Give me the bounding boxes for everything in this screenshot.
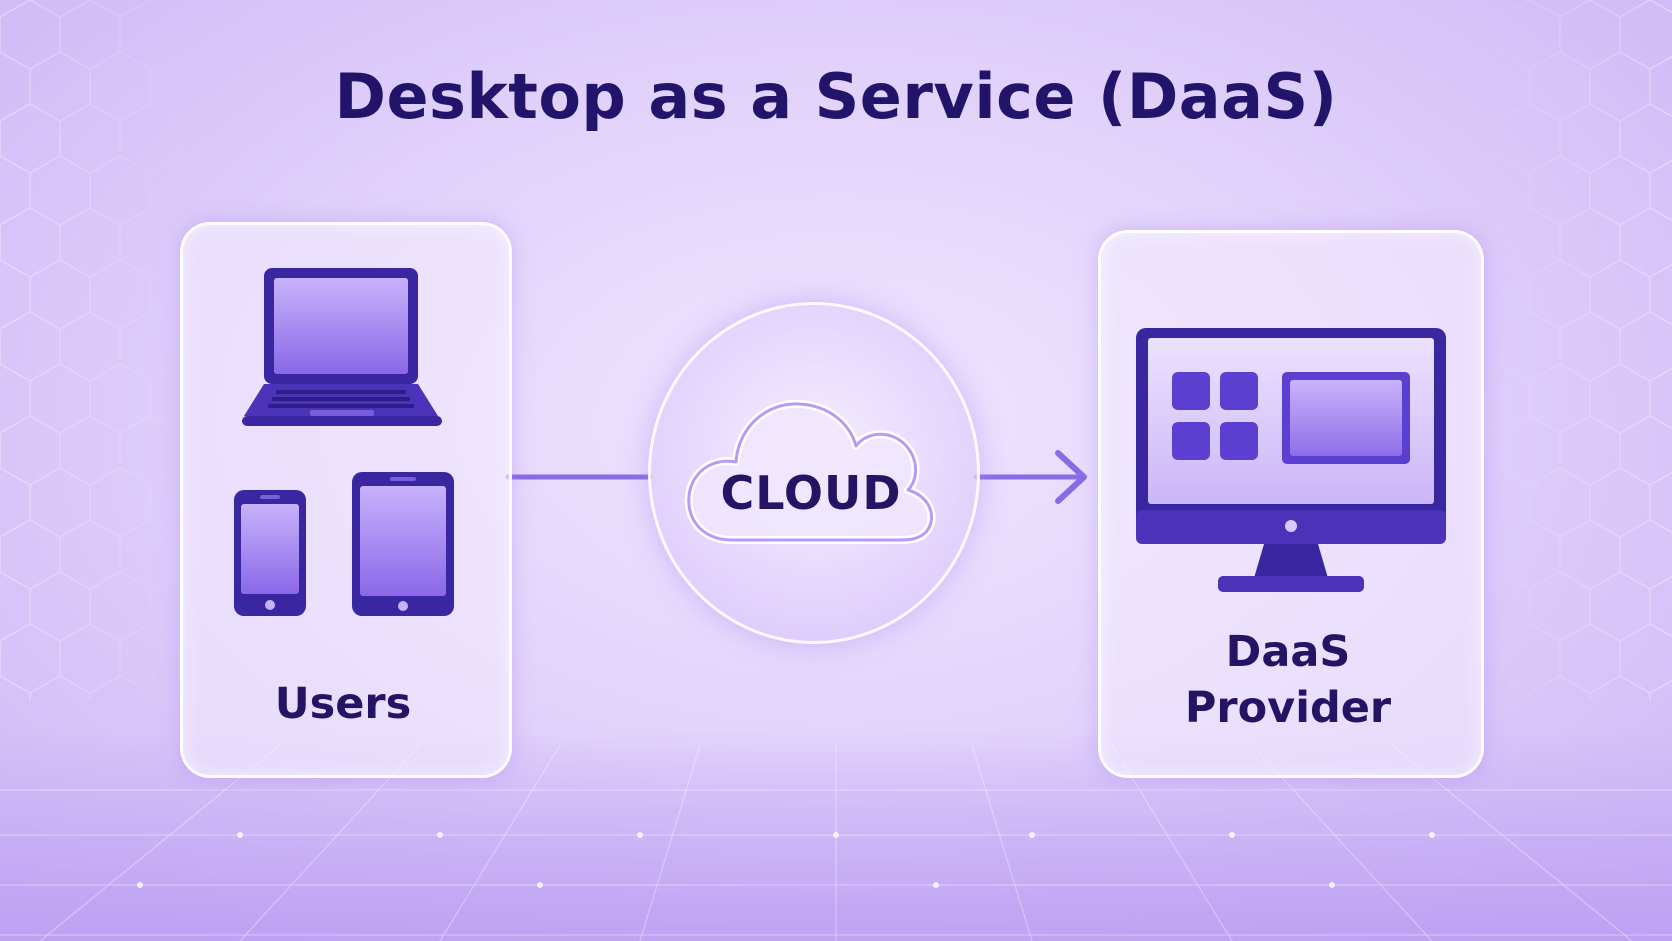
cloud-label: CLOUD	[720, 466, 902, 520]
laptop-icon	[242, 268, 442, 426]
users-label: Users	[274, 679, 412, 729]
provider-label: DaaS Provider	[1098, 624, 1478, 736]
page-title: Desktop as a Service (DaaS)	[334, 60, 1338, 133]
tablet-icon	[352, 472, 454, 616]
cloud-icon	[684, 399, 936, 544]
provider-label-line2: Provider	[1184, 683, 1392, 733]
smartphone-icon	[234, 490, 306, 616]
provider-label-line1: DaaS	[1225, 627, 1351, 677]
desktop-monitor-icon	[1136, 328, 1446, 592]
